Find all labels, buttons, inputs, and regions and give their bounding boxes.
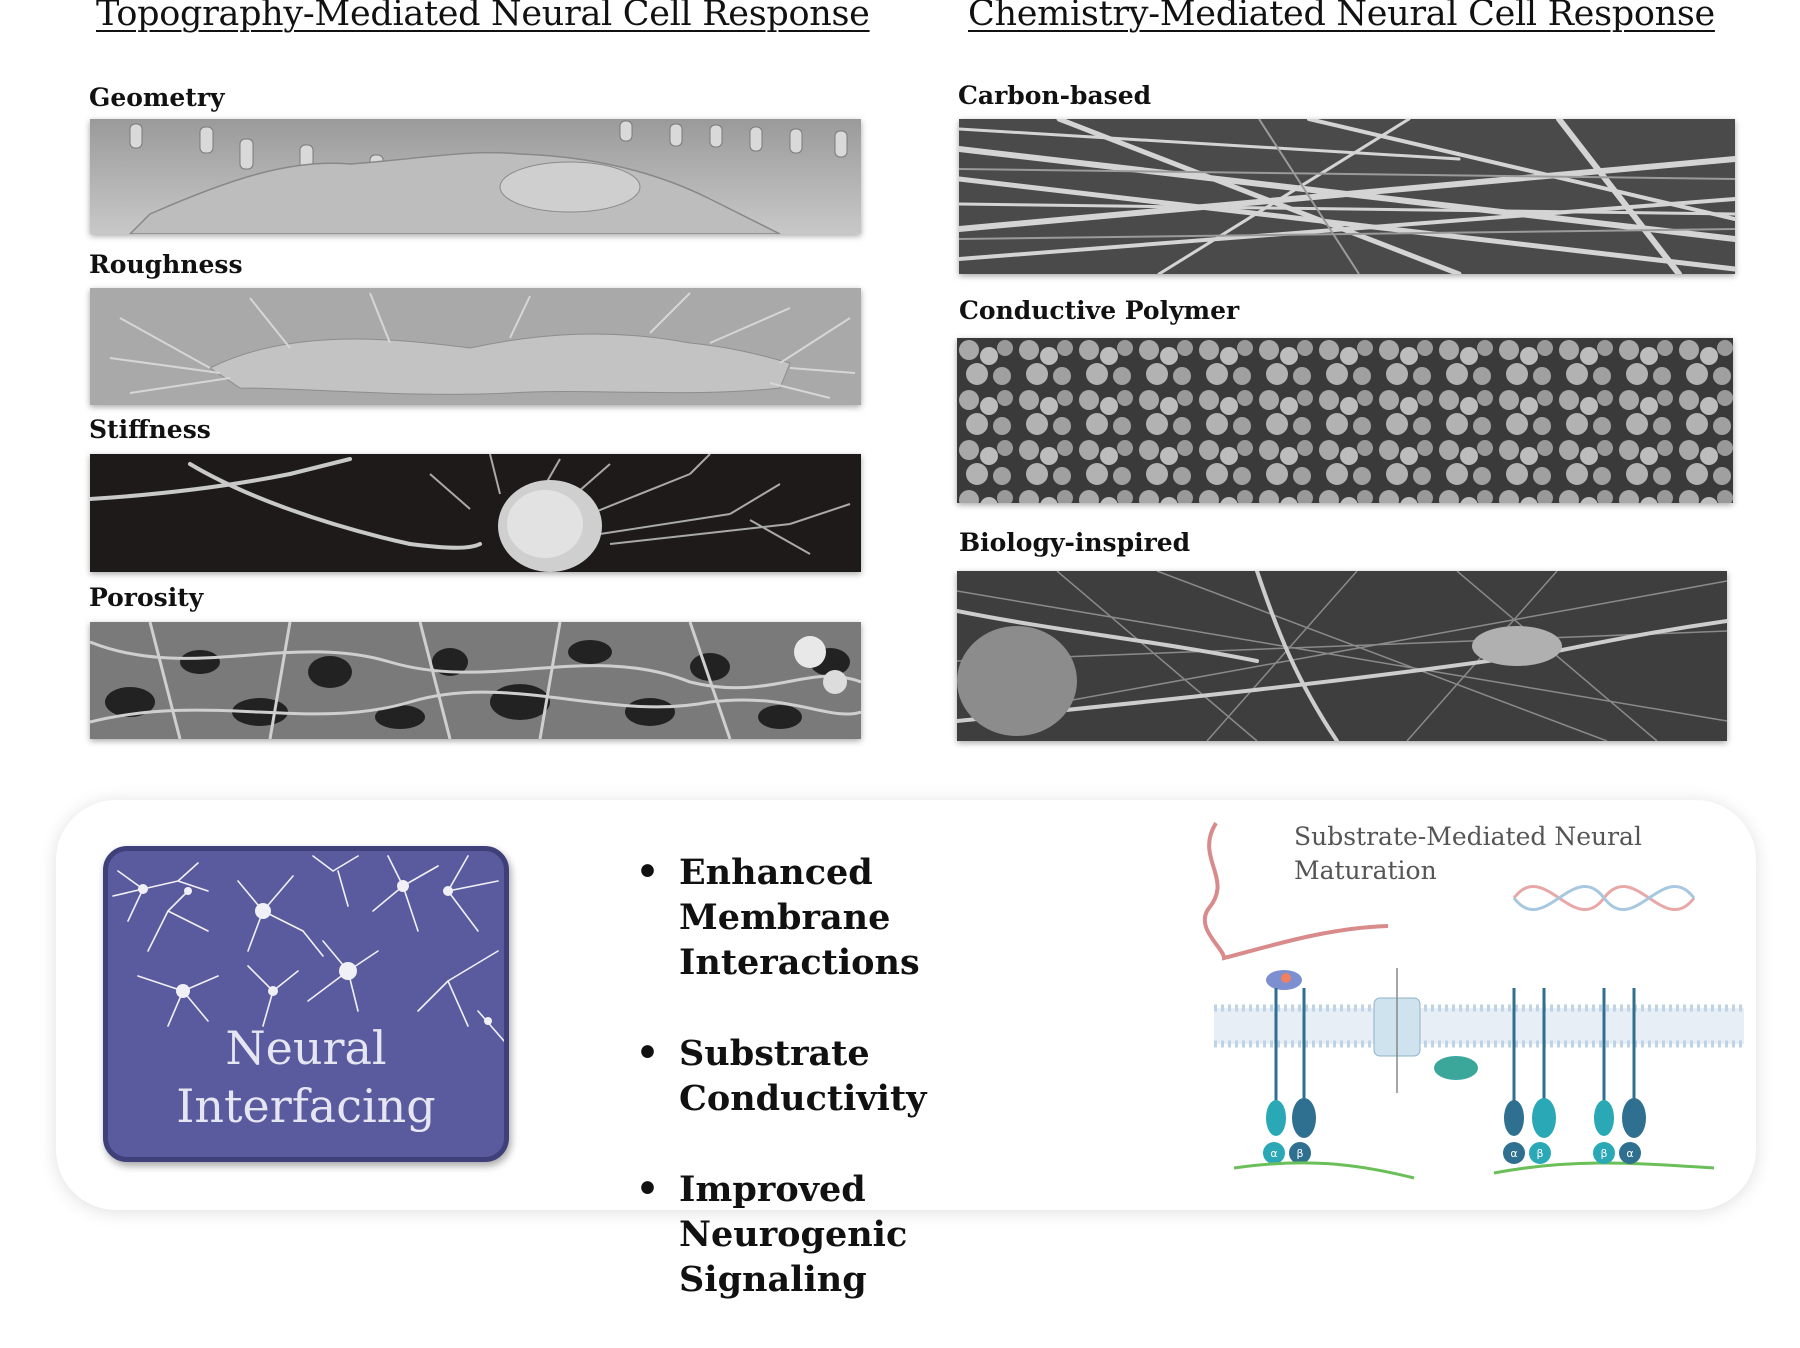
subunit-label: α [1510,1147,1517,1160]
dna-helix-icon [1512,884,1696,912]
bullet-substrate-conductivity: Substrate Conductivity [636,1031,1056,1121]
label-porosity: Porosity [89,583,204,612]
bullet-neurogenic-signaling: Improved Neurogenic Signaling [636,1167,1056,1302]
membrane-receptor-illustration: α β α β β α [1202,821,1744,1180]
label-geometry: Geometry [89,83,225,112]
diagram-title: Substrate-Mediated Neural Maturation [1294,822,1642,885]
heading-topography: Topography-Mediated Neural Cell Response [96,0,870,34]
benefit-list: Enhanced Membrane Interactions Substrate… [636,850,1056,1348]
neural-interfacing-box: Neural Interfacing [103,846,509,1162]
neural-title-line2: Interfacing [176,1079,436,1133]
heading-chemistry: Chemistry-Mediated Neural Cell Response [968,0,1715,34]
label-conductive-polymer: Conductive Polymer [959,296,1240,325]
roughness-image [90,288,861,405]
subunit-label: α [1626,1147,1633,1160]
receptor-group-right [1503,988,1646,1164]
receptor-group-left [1263,988,1316,1164]
geometry-image [90,119,861,234]
neural-title-line1: Neural [225,1021,387,1075]
label-roughness: Roughness [89,250,243,279]
carbon-based-image [959,119,1735,274]
neural-interfacing-title: Neural Interfacing [108,1019,504,1135]
label-biology-inspired: Biology-inspired [959,528,1191,557]
actin-filament [1233,1161,1415,1180]
subunit-label: β [1600,1147,1607,1160]
label-carbon-based: Carbon-based [958,81,1152,110]
cell-membrane [1214,1004,1744,1048]
biology-inspired-image [957,571,1727,741]
stiffness-image [90,454,861,572]
porosity-image [90,622,861,739]
bullet-membrane-interactions: Enhanced Membrane Interactions [636,850,1056,985]
ecm-fiber [1202,821,1389,961]
subunit-label: α [1270,1147,1277,1160]
subunit-label: β [1536,1147,1543,1160]
summary-card: Neural Interfacing Enhanced Membrane Int… [56,800,1756,1300]
subunit-label: β [1296,1147,1303,1160]
signaling-protein [1434,1056,1478,1080]
neurons-icon [112,855,504,1042]
maturation-diagram: Substrate-Mediated Neural Maturation [1154,818,1754,1198]
label-stiffness: Stiffness [89,415,211,444]
conductive-polymer-image [957,338,1733,503]
